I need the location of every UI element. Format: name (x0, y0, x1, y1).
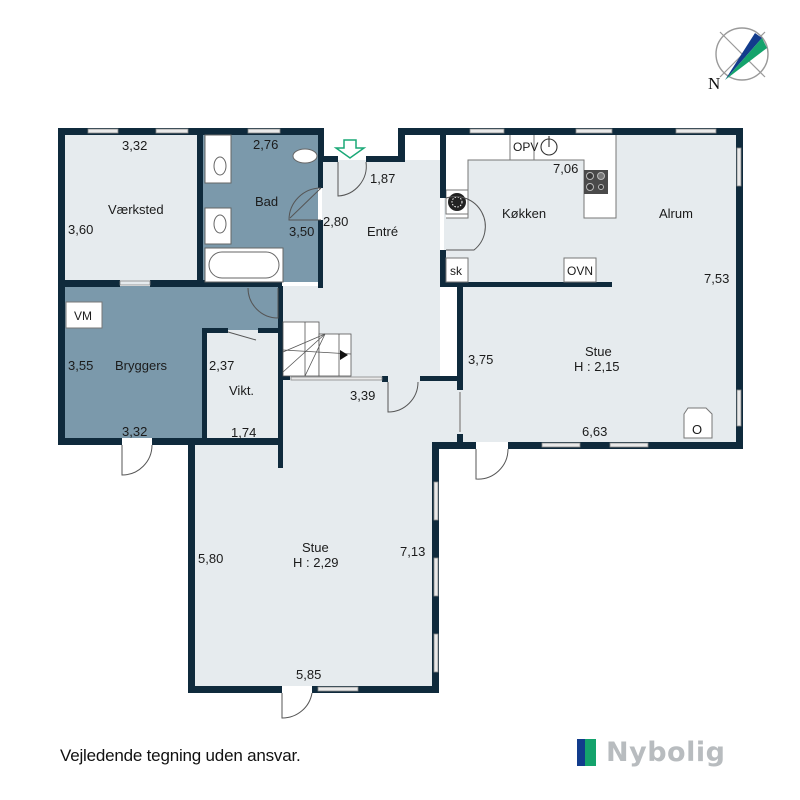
bryggers-name: Bryggers (115, 358, 168, 373)
stue-east-dim-bottom: 6,63 (582, 424, 607, 439)
entrance-arrow-icon (333, 139, 367, 159)
ovn-label: OVN (567, 264, 593, 278)
sk-label: sk (450, 264, 463, 278)
sink-icon (540, 136, 558, 156)
compass-north-label: N (708, 74, 721, 93)
cooktop-icon (584, 170, 608, 194)
bad-dim-right: 3,50 (289, 224, 314, 239)
bathroom-fixtures (204, 134, 318, 283)
kokken-name: Køkken (502, 206, 546, 221)
kokken-dim-top: 7,06 (553, 161, 578, 176)
logo-wordmark: Nybolig (606, 736, 726, 768)
stue-south-name: Stue (302, 540, 329, 555)
logo-green-bar (585, 738, 596, 766)
entre-dim-bottom: 3,39 (350, 388, 375, 403)
vikt-name: Vikt. (229, 383, 254, 398)
alrum-dim-right: 7,53 (704, 271, 729, 286)
stue-south-dim-left: 5,80 (198, 551, 223, 566)
vikt-dim-left: 2,37 (209, 358, 234, 373)
stue-south-dim-right: 7,13 (400, 544, 425, 559)
fixture-boxes (65, 257, 713, 439)
fridge-fan-icon (445, 189, 469, 215)
stue-east-height: H : 2,15 (574, 359, 620, 374)
entre-name: Entré (367, 224, 398, 239)
bad-name: Bad (255, 194, 278, 209)
stue-south-dim-bottom: 5,85 (296, 667, 321, 682)
floors (62, 132, 736, 686)
doors (121, 161, 509, 719)
bryggers-dim-left: 3,55 (68, 358, 93, 373)
wood-stove-label: O (692, 422, 702, 437)
nybolig-logo: Nybolig (577, 736, 726, 768)
logo-blue-bar (577, 738, 585, 766)
vaerksted-dim-top: 3,32 (122, 138, 147, 153)
vaerksted-name: Værksted (108, 202, 164, 217)
bad-dim-top: 2,76 (253, 137, 278, 152)
stue-east-dim-left: 3,75 (468, 352, 493, 367)
vm-label: VM (74, 309, 92, 323)
opv-label: OPV (513, 140, 538, 154)
vikt-dim-bottom: 1,74 (231, 425, 256, 440)
stue-east-name: Stue (585, 344, 612, 359)
entre-dim-left: 2,80 (323, 214, 348, 229)
stairs-icon (282, 321, 352, 377)
entre-dim-top: 1,87 (370, 171, 395, 186)
room-labels: 3,32 Værksted 3,60 2,76 Bad 3,50 1,87 2,… (68, 137, 729, 682)
compass-icon (715, 27, 769, 81)
vaerksted-dim-left: 3,60 (68, 222, 93, 237)
alrum-name: Alrum (659, 206, 693, 221)
disclaimer-text: Vejledende tegning uden ansvar. (60, 746, 301, 765)
windows (87, 128, 742, 692)
stue-south-height: H : 2,29 (293, 555, 339, 570)
bryggers-dim-bottom: 3,32 (122, 424, 147, 439)
